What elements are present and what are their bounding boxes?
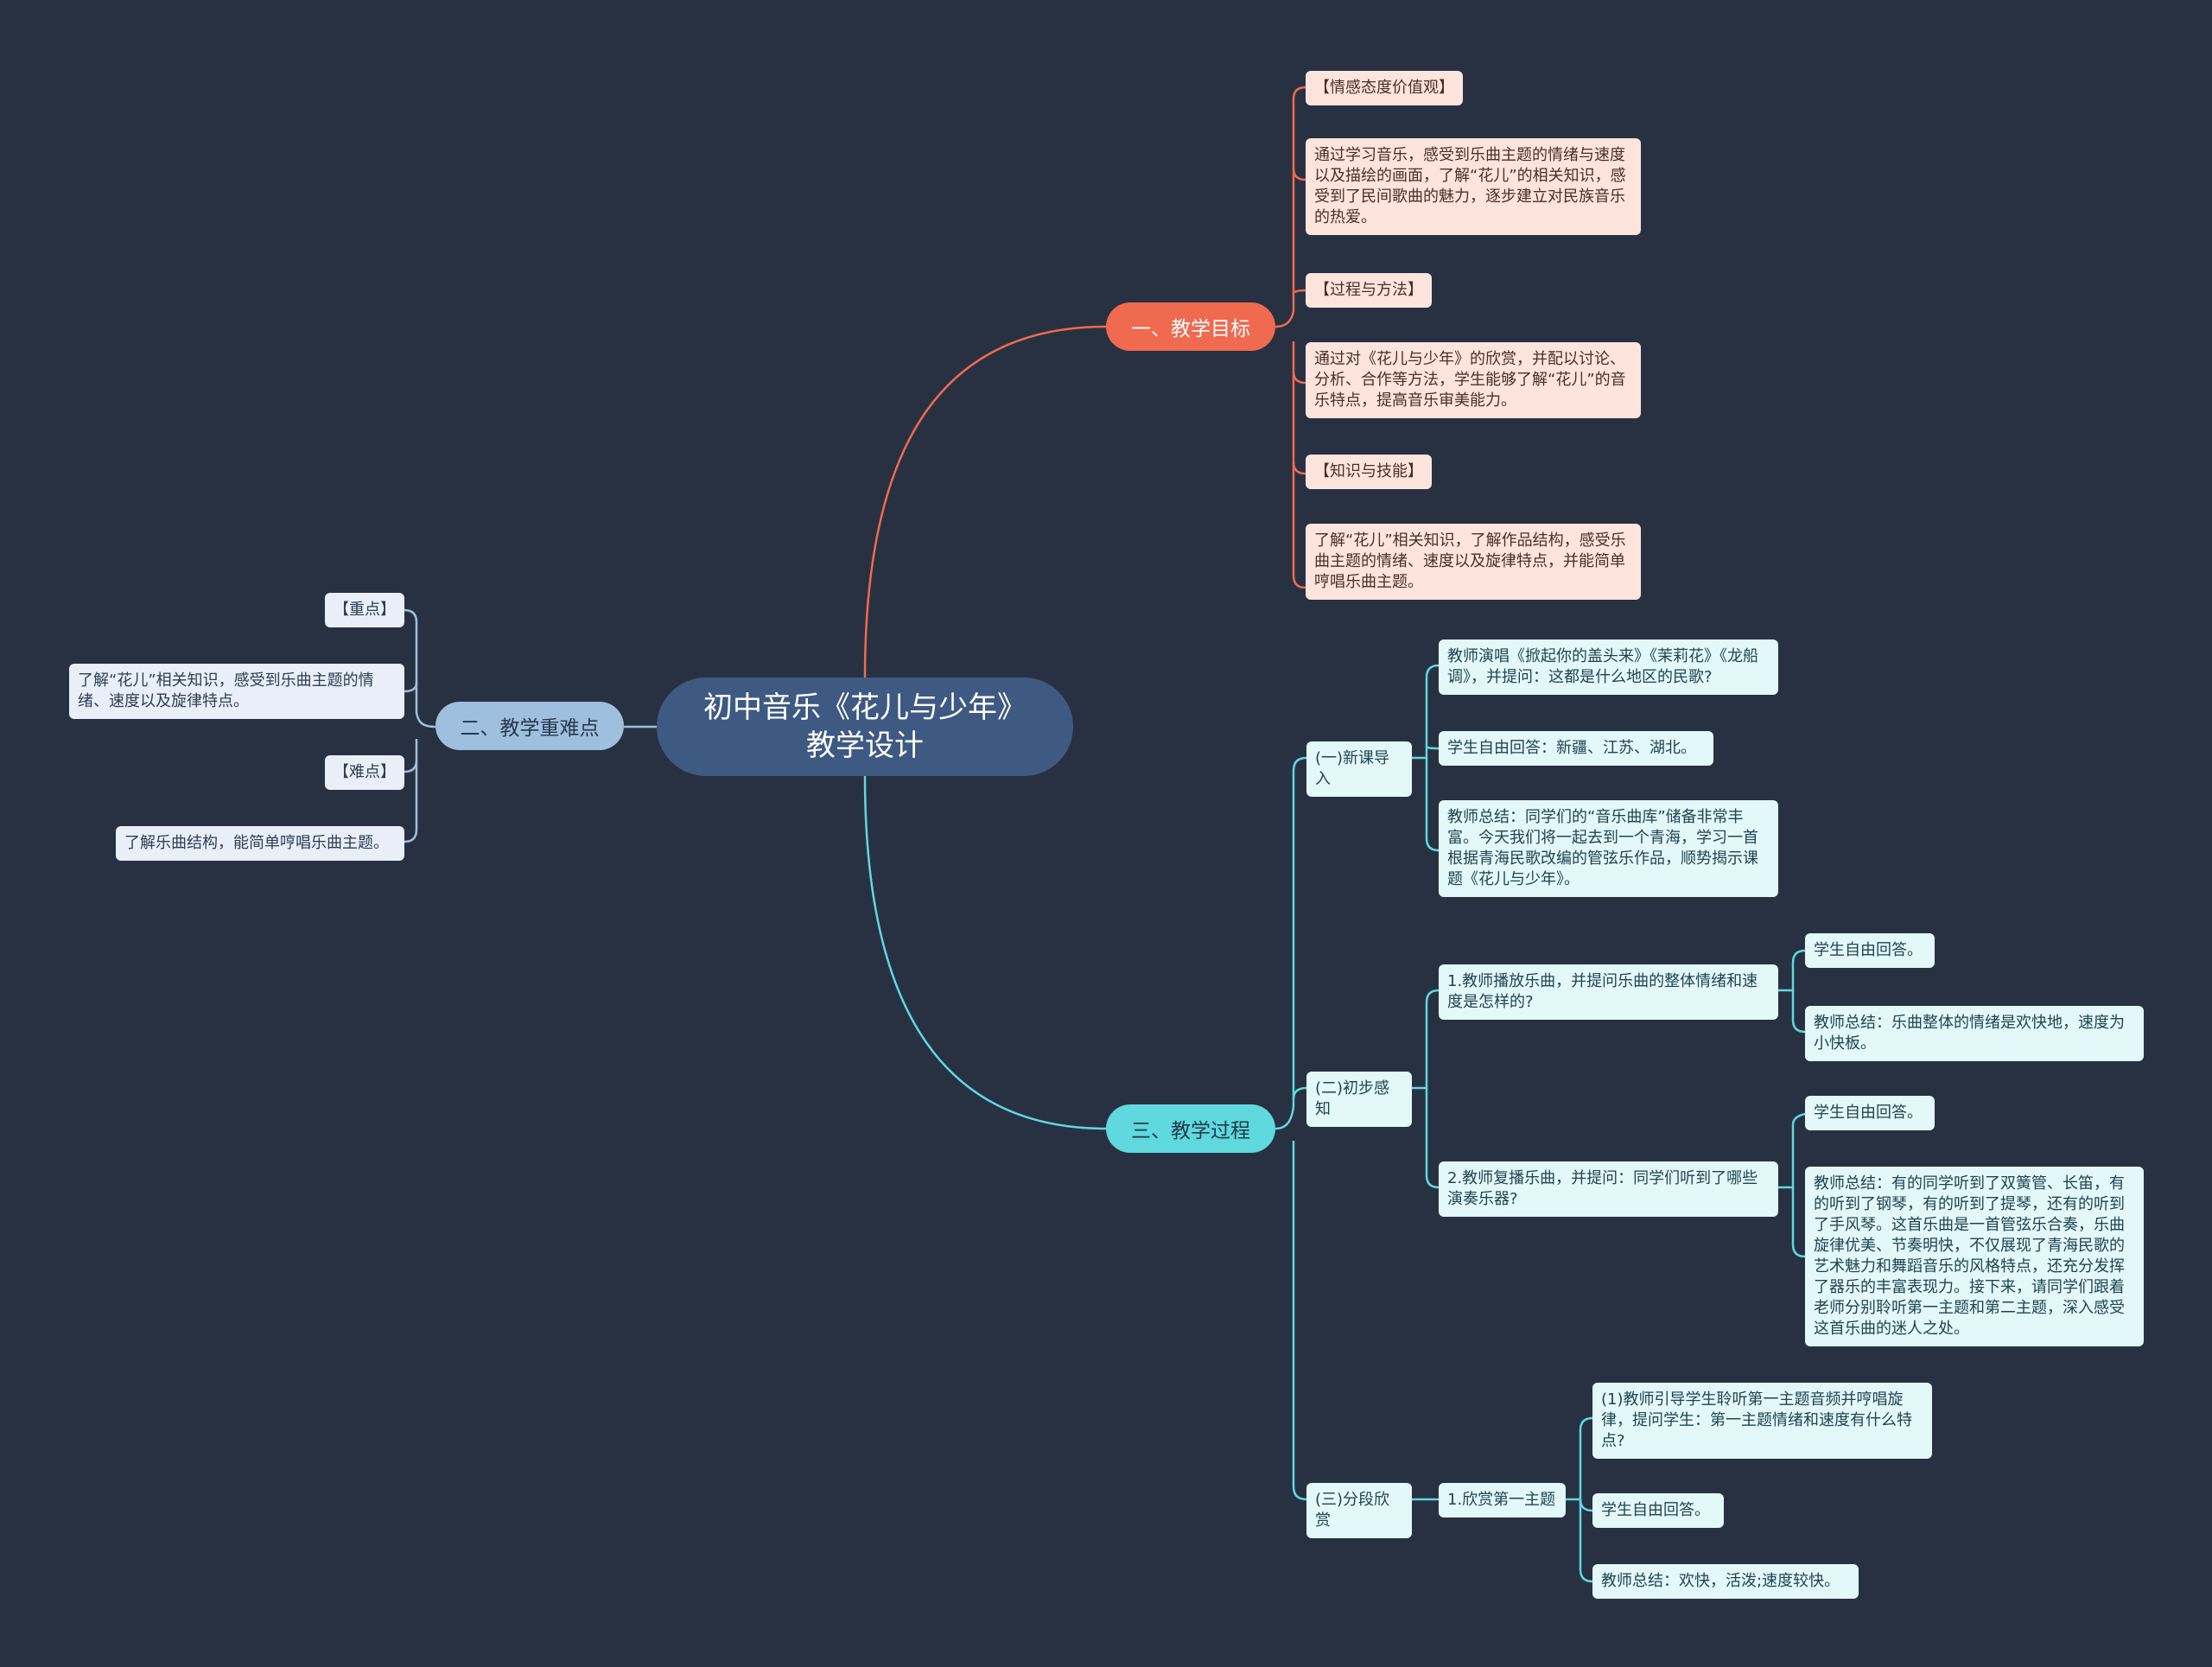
perception-q2-student-answer[interactable]: 学生自由回答。 — [1805, 1096, 1935, 1130]
focus-key-text[interactable]: 了解“花儿”相关知识，感受到乐曲主题的情绪、速度以及旋律特点。 — [69, 664, 404, 719]
perception-question-2[interactable]: 2.教师复播乐曲，并提问：同学们听到了哪些演奏乐器? — [1439, 1161, 1778, 1217]
focus-difficult-text[interactable]: 了解乐曲结构，能简单哼唱乐曲主题。 — [116, 826, 404, 861]
edge-root-process — [863, 775, 1107, 1130]
sections-theme-1[interactable]: 1.欣赏第一主题 — [1439, 1483, 1566, 1517]
goal-heading-knowledge[interactable]: 【知识与技能】 — [1306, 455, 1432, 489]
goal-knowledge-text[interactable]: 了解“花儿”相关知识，了解作品结构，感受乐曲主题的情绪、速度以及旋律特点，并能简… — [1306, 524, 1641, 600]
branch-key-points[interactable]: 二、教学重难点 — [435, 702, 624, 750]
perception-question-1[interactable]: 1.教师播放乐曲，并提问乐曲的整体情绪和速度是怎样的? — [1439, 964, 1778, 1020]
focus-heading-key[interactable]: 【重点】 — [325, 593, 404, 627]
perception-q1-student-answer[interactable]: 学生自由回答。 — [1805, 933, 1935, 968]
perception-q2-teacher-summary[interactable]: 教师总结：有的同学听到了双簧管、长笛，有的听到了钢琴，有的听到了提琴，还有的听到… — [1805, 1167, 2144, 1346]
intro-student-answer[interactable]: 学生自由回答：新疆、江苏、湖北。 — [1439, 731, 1713, 766]
edges-focus — [404, 608, 436, 843]
branch-teaching-goals[interactable]: 一、教学目标 — [1106, 302, 1275, 351]
goal-heading-process[interactable]: 【过程与方法】 — [1306, 273, 1432, 308]
edges-process — [1274, 664, 1817, 1583]
root-topic[interactable]: 初中音乐《花儿与少年》 教学设计 — [657, 678, 1073, 776]
root-title-line2: 教学设计 — [806, 729, 924, 763]
process-sections[interactable]: (三)分段欣赏 — [1306, 1483, 1412, 1538]
focus-heading-difficult[interactable]: 【难点】 — [325, 755, 404, 790]
goal-process-text[interactable]: 通过对《花儿与少年》的欣赏，并配以讨论、分析、合作等方法，学生能够了解“花儿”的… — [1306, 342, 1641, 418]
edge-root-goals — [863, 325, 1107, 678]
goal-attitude-text[interactable]: 通过学习音乐，感受到乐曲主题的情绪与速度以及描绘的画面，了解“花儿”的相关知识，… — [1306, 138, 1641, 235]
theme1-guide-listen[interactable]: (1)教师引导学生聆听第一主题音频并哼唱旋律，提问学生：第一主题情绪和速度有什么… — [1592, 1383, 1932, 1459]
goal-heading-attitude[interactable]: 【情感态度价值观】 — [1306, 71, 1463, 105]
perception-q1-teacher-summary[interactable]: 教师总结：乐曲整体的情绪是欢快地，速度为小快板。 — [1805, 1006, 2144, 1061]
branch-teaching-process[interactable]: 三、教学过程 — [1106, 1104, 1275, 1153]
edges-goals — [1274, 86, 1306, 589]
intro-teacher-summary[interactable]: 教师总结：同学们的“音乐曲库”储备非常丰富。今天我们将一起去到一个青海，学习一首… — [1439, 800, 1778, 897]
process-intro[interactable]: (一)新课导入 — [1306, 741, 1412, 797]
intro-teacher-sing[interactable]: 教师演唱《掀起你的盖头来》《茉莉花》《龙船调》，并提问：这都是什么地区的民歌? — [1439, 639, 1778, 695]
root-title-line1: 初中音乐《花儿与少年》 — [703, 690, 1027, 725]
theme1-student-answer[interactable]: 学生自由回答。 — [1592, 1493, 1724, 1528]
theme1-teacher-summary[interactable]: 教师总结：欢快，活泼;速度较快。 — [1592, 1564, 1859, 1599]
process-perception[interactable]: (二)初步感知 — [1306, 1072, 1412, 1127]
